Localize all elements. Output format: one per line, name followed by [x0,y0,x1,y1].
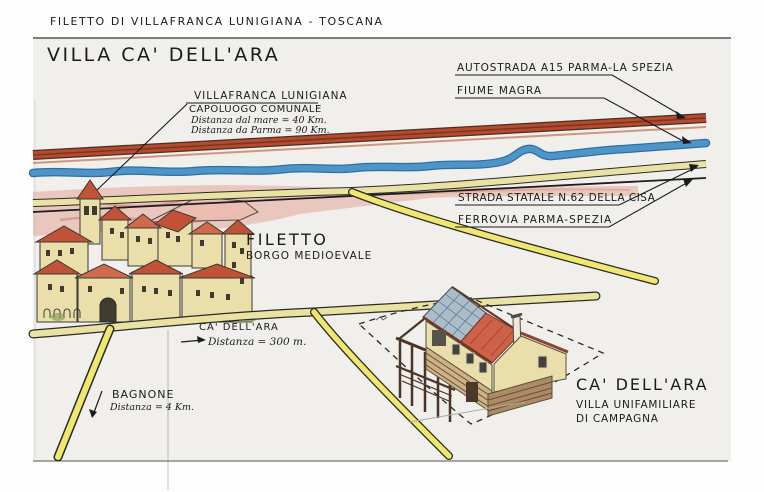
label-filetto: FILETTO BORGO MEDIOEVALE [246,230,372,262]
deck-slats [398,373,453,402]
fiume-label: FIUME MAGRA [457,85,542,97]
porch-opening [432,330,446,346]
village-windows [46,206,244,300]
villafranca-leader-line [96,102,318,191]
porch-posts [398,341,452,422]
autostrada-leader-line [455,74,685,118]
label-villa: CA' DELL'ARA VILLA UNIFAMILIARE DI CAMPA… [576,375,709,425]
villa-side-window [537,355,548,369]
villafranca-name: VILLAFRANCA LUNIGIANA [194,90,348,102]
branch-road [349,189,658,284]
corner-tower-roof [220,219,256,235]
ca-dellara-near-name: CA' DELL'ARA [199,322,279,333]
bagnone-name: BAGNONE [112,388,174,401]
bell-tower-spire [76,179,104,200]
log-lines [487,381,553,412]
porch-roof-tie [398,318,425,340]
house-a [101,217,129,261]
wood-slats-front [425,352,493,410]
fiume-band [28,138,711,178]
right-roof-edge [520,331,569,354]
house-d [191,231,223,269]
filetto-name: FILETTO [246,230,328,249]
down-left-arrow-icon [89,409,97,418]
ferrovia-leader-line [455,180,691,228]
villafranca-distance-parma: Distanza da Parma = 90 Km. [190,125,330,136]
house-b [127,225,159,267]
ferrovia-arrow-icon [683,179,693,187]
front-roof-2 [74,263,134,279]
fiume-arrow-icon [682,136,692,144]
ferrovia-line [32,177,707,213]
callout-villafranca: VILLAFRANCA LUNIGIANA CAPOLUOGO COMUNALE… [96,90,348,191]
solar-grid [430,293,481,339]
label-bagnone: BAGNONE Distanza = 4 Km. [89,388,194,418]
autostrada-lower-edge [32,126,707,164]
town-gate-arch [99,297,117,323]
arcade [43,308,81,318]
house-c-roof [153,209,198,233]
river-water [30,140,709,176]
villa-ca-dellara [357,286,605,425]
ferrovia-label: FERROVIA PARMA-SPEZIA [458,214,612,226]
villafranca-distance-sea: Distanza dal mare = 40 Km. [190,115,327,126]
villa-line2: VILLA UNIFAMILIARE [576,399,696,411]
porch-deck-beam [395,364,456,392]
bagnone-road [55,326,113,460]
grass-mark [375,316,388,321]
ground-shadow [409,401,526,423]
filetto-subtitle: BORGO MEDIOEVALE [246,250,372,262]
villafranca-subtitle: CAPOLUOGO COMUNALE [189,104,322,115]
bagnone-distance-text: Distanza = 4 Km. [109,402,194,413]
strada-statale-label: STRADA STATALE N.62 DELLA CISA [458,192,656,204]
belfry-window [92,206,97,215]
strada-leader-line [455,166,698,206]
front-roof-4 [178,263,256,279]
callout-ferrovia: FERROVIA PARMA-SPEZIA [455,179,693,228]
church-roof [34,225,94,243]
belfry-window [84,206,89,215]
front-roof-3 [128,259,184,275]
callout-strada-statale: STRADA STATALE N.62 DELLA CISA [455,164,699,206]
right-arrow-icon [197,336,206,343]
chimney-cap [510,312,523,319]
village-filetto [32,179,257,323]
ca-dellara-distance-text: Distanza = 300 m. [207,336,306,348]
road-branch-upper [348,188,659,285]
autostrada-arrow-icon [676,111,686,119]
label-ca-dellara-distance: CA' DELL'ARA Distanza = 300 m. [180,322,306,348]
roof-ridge [451,286,522,334]
villa-door [466,382,478,402]
roads [28,291,601,462]
page-title: VILLA CA' DELL'ARA [47,44,280,66]
front-house-3 [131,271,181,323]
autostrada-band [32,113,707,164]
eave-fascia [422,315,493,365]
house-a-roof [97,205,133,221]
callout-autostrada: AUTOSTRADA A15 PARMA-LA SPEZIA [455,62,686,119]
house-d-roof [187,221,227,235]
shrub [51,313,65,321]
strada-arrow-icon [689,164,699,172]
autostrada-median [32,117,707,156]
village-roofs [32,179,256,279]
autostrada-label: AUTOSTRADA A15 PARMA-LA SPEZIA [457,62,674,74]
front-roof-1 [32,259,82,275]
tile-hatch [469,319,514,357]
callout-fiume: FIUME MAGRA [455,85,692,144]
page-supertitle: FILETTO DI VILLAFRANCA LUNIGIANA - TOSCA… [50,15,384,28]
villa-line3: DI CAMPAGNA [576,413,659,425]
fiume-leader-line [455,97,684,142]
house-b-roof [123,213,163,229]
villa-road [311,309,452,459]
villa-front-windows [451,343,488,374]
villa-name: CA' DELL'ARA [576,375,709,394]
